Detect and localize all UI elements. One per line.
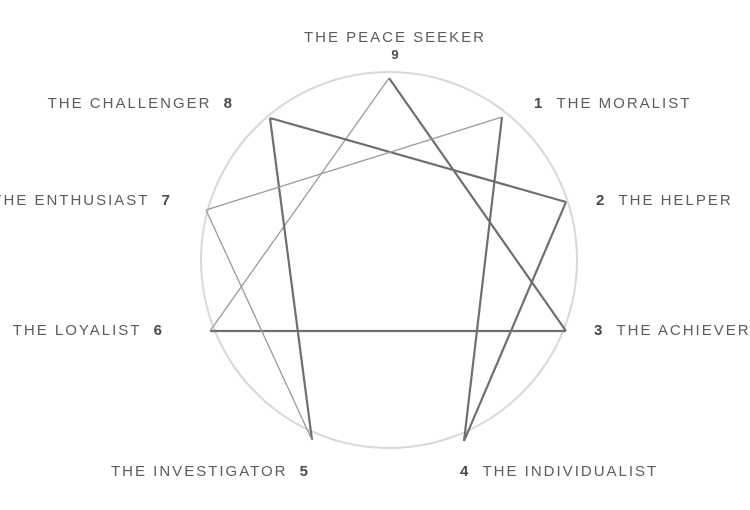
- type-8-label: THE CHALLENGER 8: [48, 95, 234, 113]
- type-8-name: THE CHALLENGER: [47, 95, 212, 112]
- type-3-label: 3 THE ACHIEVER: [594, 322, 750, 340]
- type-4-label: 4 THE INDIVIDUALIST: [460, 463, 658, 481]
- type-7-label: THE ENTHUSIAST 7: [0, 192, 172, 210]
- type-2-number: 2: [596, 192, 607, 209]
- type-8-number: 8: [223, 95, 234, 112]
- type-4-number: 4: [460, 463, 471, 480]
- type-5-label: THE INVESTIGATOR 5: [111, 463, 310, 481]
- type-2-label: 2 THE HELPER: [596, 192, 733, 210]
- type-5-name: THE INVESTIGATOR: [111, 463, 288, 480]
- line-4-2: [462, 201, 568, 442]
- line-8-5: [268, 117, 314, 441]
- type-4-name: THE INDIVIDUALIST: [482, 463, 659, 480]
- type-7-number: 7: [161, 192, 172, 209]
- type-9-number: 9: [391, 47, 399, 62]
- line-7-1: [205, 116, 503, 211]
- type-1-label: 1 THE MORALIST: [534, 95, 691, 113]
- enneagram-circle: [200, 71, 578, 449]
- type-3-number: 3: [594, 322, 605, 339]
- type-5-number: 5: [299, 463, 310, 480]
- type-1-name: THE MORALIST: [556, 95, 692, 112]
- type-2-name: THE HELPER: [618, 192, 733, 209]
- type-6-label: THE LOYALIST 6: [13, 322, 164, 340]
- type-3-name: THE ACHIEVER: [616, 322, 750, 339]
- line-2-8: [269, 116, 567, 204]
- line-6-9: [209, 77, 390, 332]
- type-6-name: THE LOYALIST: [12, 322, 142, 339]
- type-6-number: 6: [153, 322, 164, 339]
- type-9-name: THE PEACE SEEKER: [303, 29, 487, 46]
- line-5-7: [205, 209, 313, 441]
- type-7-name: THE ENTHUSIAST: [0, 192, 150, 209]
- line-9-3: [388, 77, 567, 332]
- type-1-number: 1: [534, 95, 545, 112]
- line-1-4: [462, 116, 504, 442]
